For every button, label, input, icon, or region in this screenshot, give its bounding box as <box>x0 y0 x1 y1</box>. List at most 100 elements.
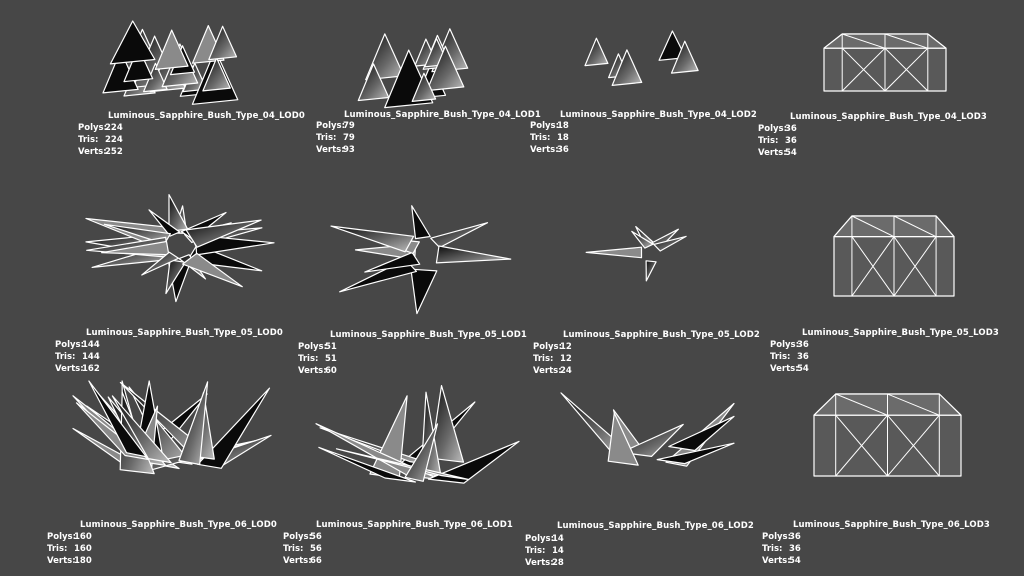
box-edge <box>893 236 937 297</box>
model-name: Luminous_Sapphire_Bush_Type_06_LOD3 <box>793 520 990 530</box>
stat-label-verts: Verts: <box>47 556 76 566</box>
stat-value-tris: 144 <box>82 352 100 362</box>
model-preview-type04-lod2 <box>584 30 699 87</box>
leaf-triangle <box>658 30 687 61</box>
stat-label-tris: Tris: <box>78 135 99 145</box>
stat-label-tris: Tris: <box>770 352 791 362</box>
stat-label-polys: Polys: <box>525 534 554 544</box>
leaf-triangle <box>165 259 187 295</box>
stat-label-tris: Tris: <box>316 133 337 143</box>
leaf-triangle <box>670 40 699 74</box>
stat-value-tris: 51 <box>325 354 337 364</box>
box-edge <box>835 414 888 477</box>
stat-label-tris: Tris: <box>530 133 551 143</box>
model-stats: Polys:56 Tris:56 Verts:66 <box>283 531 322 567</box>
box-edge <box>887 393 940 416</box>
box-edge <box>835 393 888 416</box>
leaf-triangle <box>109 20 156 65</box>
leaf-triangle <box>427 440 520 484</box>
model-name: Luminous_Sapphire_Bush_Type_05_LOD2 <box>563 330 760 340</box>
leaf-triangle <box>410 268 438 315</box>
stat-label-tris: Tris: <box>298 354 319 364</box>
stat-value-polys: 224 <box>105 123 123 133</box>
stat-label-tris: Tris: <box>758 136 779 146</box>
stat-value-polys: 79 <box>343 121 355 131</box>
stat-value-polys: 36 <box>785 124 797 134</box>
leaf-triangle <box>631 230 654 249</box>
stat-value-polys: 18 <box>557 121 569 131</box>
leaf-triangle <box>197 387 271 469</box>
model-name: Luminous_Sapphire_Bush_Type_04_LOD1 <box>344 110 541 120</box>
leaf-triangle <box>148 209 181 237</box>
model-stats: Polys:51 Tris:51 Verts:60 <box>298 341 337 377</box>
stat-label-tris: Tris: <box>47 544 68 554</box>
stat-value-verts: 252 <box>105 147 123 157</box>
model-preview-type05-lod3 <box>833 215 955 297</box>
leaf-triangle <box>318 446 417 483</box>
stat-label-polys: Polys: <box>283 532 312 542</box>
stat-value-tris: 160 <box>74 544 92 554</box>
stat-label-polys: Polys: <box>78 123 107 133</box>
stat-value-tris: 12 <box>560 354 572 364</box>
stat-value-polys: 160 <box>74 532 92 542</box>
stat-value-tris: 56 <box>310 544 322 554</box>
leaf-triangle <box>178 381 209 466</box>
model-preview-type06-lod0 <box>72 380 272 475</box>
leaf-triangle <box>357 63 390 102</box>
stat-label-polys: Polys: <box>298 342 327 352</box>
leaf-triangle <box>585 246 643 259</box>
stat-value-tris: 224 <box>105 135 123 145</box>
stat-label-verts: Verts: <box>525 558 554 568</box>
stat-label-polys: Polys: <box>770 340 799 350</box>
leaf-triangle <box>645 260 657 282</box>
box-edge <box>884 33 928 49</box>
box-edge <box>887 414 940 477</box>
stat-label-polys: Polys: <box>530 121 559 131</box>
stat-label-tris: Tris: <box>55 352 76 362</box>
model-stats: Polys:79 Tris:79 Verts:93 <box>316 120 355 156</box>
stat-label-verts: Verts: <box>298 366 327 376</box>
stat-label-verts: Verts: <box>758 148 787 158</box>
stat-value-verts: 28 <box>552 558 564 568</box>
leaf-triangle <box>330 225 415 253</box>
leaf-triangle <box>335 448 470 481</box>
model-stats: Polys:36 Tris:36 Verts:54 <box>762 531 801 567</box>
stat-label-tris: Tris: <box>762 544 783 554</box>
stat-value-tris: 14 <box>552 546 564 556</box>
stat-value-polys: 14 <box>552 534 564 544</box>
leaf-triangle <box>430 222 489 249</box>
model-preview-type06-lod3 <box>813 393 962 477</box>
model-preview-type04-lod3 <box>823 33 947 92</box>
leaf-triangle <box>101 240 170 256</box>
stat-value-tris: 36 <box>785 136 797 146</box>
stat-label-verts: Verts: <box>533 366 562 376</box>
leaf-triangle <box>611 49 643 87</box>
model-preview-type04-lod1 <box>357 28 469 109</box>
model-preview-type06-lod1 <box>315 384 520 484</box>
leaf-triangle <box>123 46 154 83</box>
stat-label-verts: Verts: <box>55 364 84 374</box>
stat-label-tris: Tris: <box>283 544 304 554</box>
leaf-triangle <box>404 423 439 482</box>
stat-value-verts: 162 <box>82 364 100 374</box>
model-stats: Polys:36 Tris:36 Verts:54 <box>758 123 797 159</box>
model-name: Luminous_Sapphire_Bush_Type_04_LOD0 <box>108 111 305 121</box>
stat-value-verts: 24 <box>560 366 572 376</box>
stat-value-polys: 56 <box>310 532 322 542</box>
leaf-triangle <box>429 384 465 463</box>
leaf-triangle <box>208 25 238 61</box>
leaf-triangle <box>435 245 512 264</box>
leaf-triangle <box>653 235 687 252</box>
box-edge <box>842 33 886 49</box>
leaf-triangle <box>168 194 189 232</box>
leaf-triangle <box>426 45 465 92</box>
model-preview-type05-lod0 <box>85 194 275 303</box>
stat-value-verts: 54 <box>789 556 801 566</box>
box-edge <box>841 47 886 92</box>
stat-label-verts: Verts: <box>762 556 791 566</box>
stat-value-polys: 51 <box>325 342 337 352</box>
stat-value-tris: 36 <box>789 544 801 554</box>
model-stats: Polys:144 Tris:144 Verts:162 <box>55 339 100 375</box>
box-edge <box>884 47 929 92</box>
